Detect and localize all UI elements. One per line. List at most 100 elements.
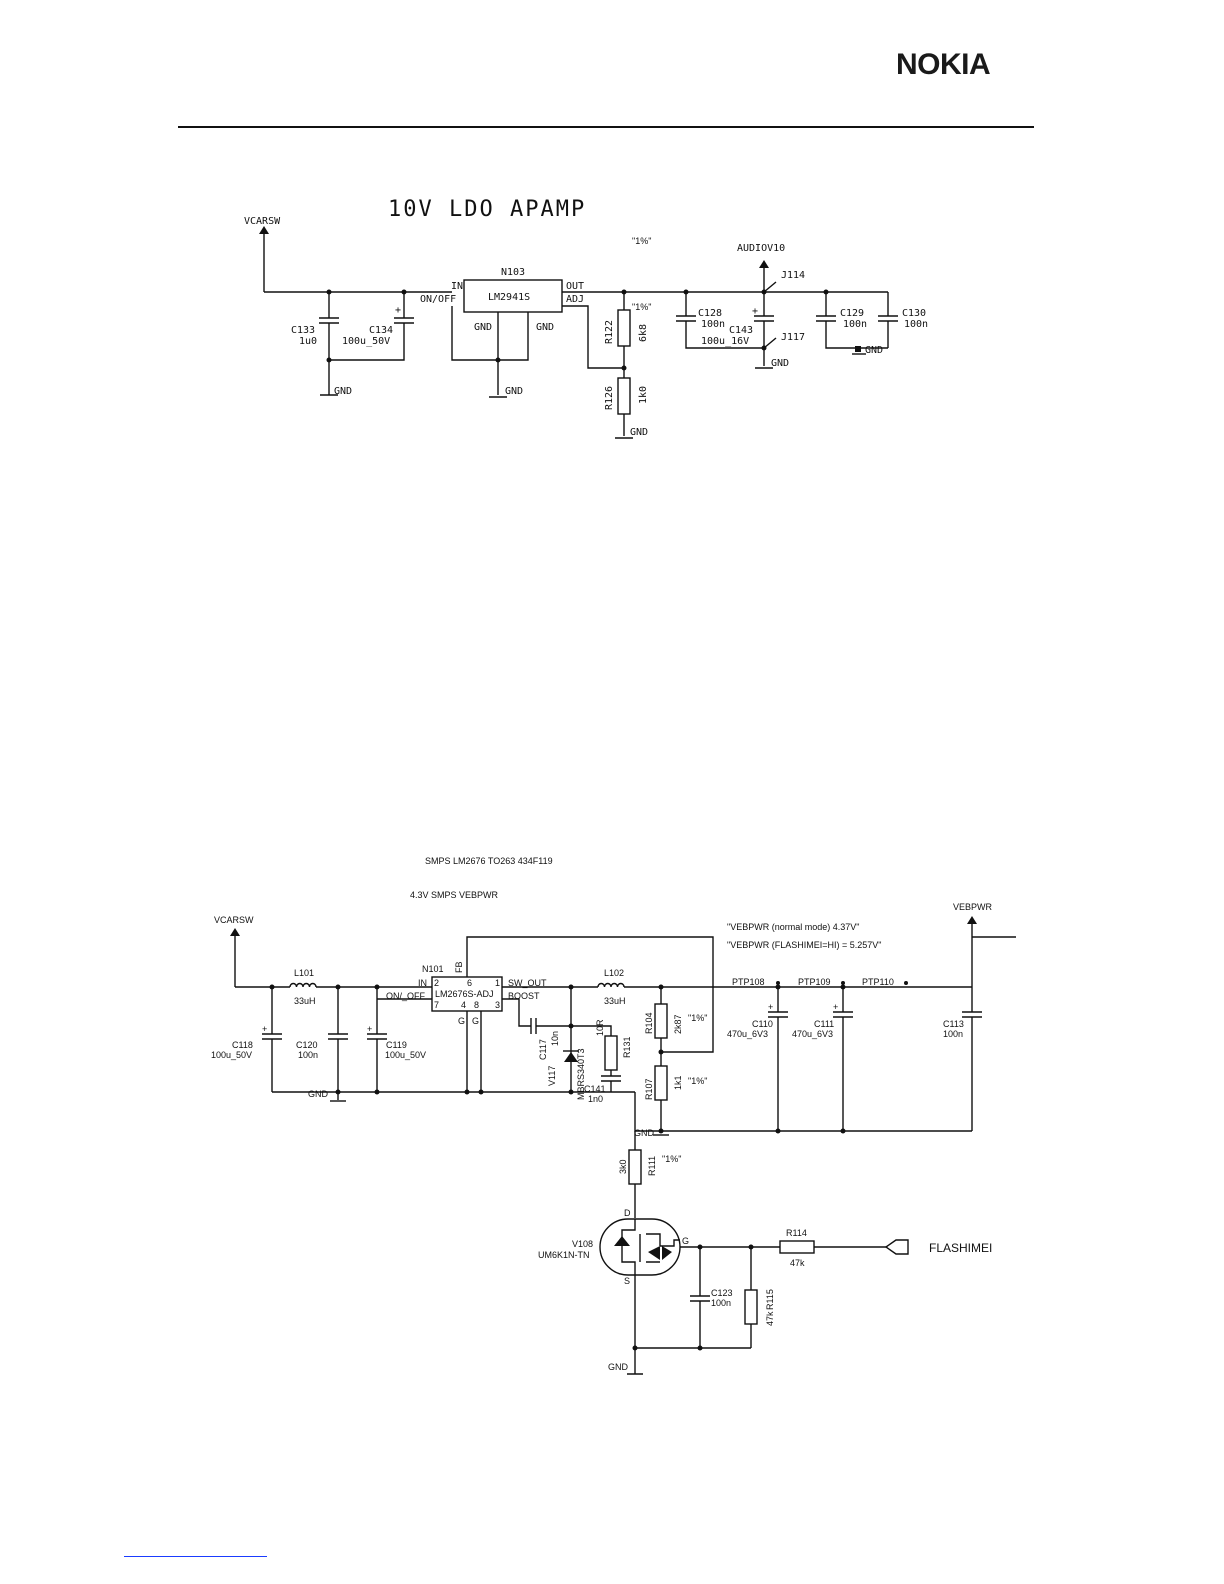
v108-pin-s: S xyxy=(624,1276,630,1286)
c120-capacitor xyxy=(328,987,348,1100)
r126-resistor xyxy=(617,377,631,415)
l101-ref: L101 xyxy=(294,968,314,978)
c117-ref: C117 xyxy=(538,1039,548,1060)
ldo-vin-arrow-icon xyxy=(259,226,269,234)
c123-capacitor xyxy=(690,1247,710,1348)
c119-plus: + xyxy=(367,1024,372,1034)
j117-ref: J117 xyxy=(781,332,805,343)
c129-value: 100n xyxy=(843,319,867,330)
l101-value: 33uH xyxy=(294,996,316,1006)
r114-value: 47k xyxy=(790,1258,805,1268)
smps-junction xyxy=(335,1089,341,1095)
c143-plus: + xyxy=(752,306,758,317)
n103-part: LM2941S xyxy=(488,292,530,303)
c117-value: 10n xyxy=(550,1031,560,1046)
ldo-tol-1: "1%" xyxy=(632,236,651,246)
l102-value: 33uH xyxy=(604,996,626,1006)
r122-value: 6k8 xyxy=(638,324,649,342)
c141-value: 1n0 xyxy=(588,1094,603,1104)
c111-ref: C111 xyxy=(814,1019,834,1029)
smps-vout-arrow-icon xyxy=(967,916,977,924)
r111-ref: R111 xyxy=(647,1156,657,1176)
c130-capacitor xyxy=(878,292,898,348)
r104-value: 2k87 xyxy=(673,1014,683,1034)
ptp108-label: PTP108 xyxy=(732,977,765,987)
j117-jumper xyxy=(763,337,777,349)
c123-ref: C123 xyxy=(711,1288,733,1298)
n101-pin-boost: BOOST xyxy=(508,991,540,1001)
c119-value: 100u_50V xyxy=(385,1050,426,1060)
c134-value: 100u_50V xyxy=(342,336,390,347)
c110-value: 470u_6V3 xyxy=(727,1029,768,1039)
c128-value: 100n xyxy=(701,319,725,330)
n101-pin1: 1 xyxy=(495,978,500,988)
ldo-gnd-label-3: GND xyxy=(630,427,648,438)
r107-value: 1k1 xyxy=(673,1075,683,1090)
r107-ref: R107 xyxy=(644,1078,654,1100)
n103-ref: N103 xyxy=(501,267,525,278)
c129-ref: C129 xyxy=(840,308,864,319)
r122-ref: R122 xyxy=(604,320,615,344)
flashimei-port-icon xyxy=(884,1239,909,1255)
ldo-junction xyxy=(495,357,501,363)
n101-chip xyxy=(431,976,503,1012)
n101-pin-g2: G xyxy=(472,1016,479,1026)
smps-circuit: SMPS LM2676 TO263 434F119 4.3V SMPS VEBP… xyxy=(211,856,1016,1375)
v108-pin-d: D xyxy=(624,1208,631,1218)
v108-ref: V108 xyxy=(572,1239,593,1249)
r114-ref: R114 xyxy=(786,1228,807,1238)
c111-value: 470u_6V3 xyxy=(792,1029,833,1039)
n101-pin8: 8 xyxy=(474,1000,479,1010)
r131-top-wire xyxy=(571,1025,612,1036)
n101-pin-fb: FB xyxy=(454,961,464,973)
smps-vout-wire xyxy=(971,918,1016,987)
ldo-gnd-label: GND xyxy=(334,386,352,397)
n101-pin3: 3 xyxy=(495,1000,500,1010)
footer-link-underline xyxy=(124,1556,267,1557)
c143-capacitor xyxy=(754,292,774,366)
smps-junction xyxy=(374,1089,380,1095)
c120-value: 100n xyxy=(298,1050,318,1060)
c118-plus: + xyxy=(262,1024,267,1034)
l101-inductor xyxy=(289,982,317,988)
r122-resistor xyxy=(617,309,631,347)
smps-gnd-label-1: GND xyxy=(308,1089,329,1099)
r131-ref: R131 xyxy=(622,1036,632,1058)
l102-inductor xyxy=(597,982,625,988)
l102-ref: L102 xyxy=(604,968,624,978)
smps-vout-label: VEBPWR xyxy=(953,902,993,912)
ldo-junction xyxy=(621,365,627,371)
ldo-vout-label: AUDIOV10 xyxy=(737,243,785,254)
c110-capacitor xyxy=(768,987,788,1131)
v117-diode-icon xyxy=(564,1052,578,1062)
n103-chip xyxy=(463,279,563,313)
smps-vin-arrow-icon xyxy=(230,928,240,936)
smps-chip-gnd-wires xyxy=(466,1011,482,1092)
ptp110-label: PTP110 xyxy=(862,977,894,987)
v108-pin-g: G xyxy=(682,1236,689,1246)
r104-tol: "1%" xyxy=(688,1013,707,1023)
r114-resistor xyxy=(779,1240,815,1254)
c133-capacitor xyxy=(319,292,339,392)
smps-junction xyxy=(658,1049,664,1055)
c130-value: 100n xyxy=(904,319,928,330)
c133-value: 1u0 xyxy=(299,336,317,347)
gnd-icon xyxy=(855,346,861,352)
c134-plus: + xyxy=(395,305,401,316)
c129-capacitor xyxy=(816,292,888,349)
r131-resistor xyxy=(604,1035,618,1071)
smps-vin-label: VCARSW xyxy=(214,915,254,925)
gnd-icon xyxy=(627,1348,643,1375)
r131-value: 10R xyxy=(595,1019,605,1036)
smps-note-1: "VEBPWR (normal mode) 4.37V" xyxy=(727,922,859,932)
flashimei-label: FLASHIMEI xyxy=(929,1241,992,1255)
r115-resistor xyxy=(744,1289,758,1325)
c120-ref: C120 xyxy=(296,1040,318,1050)
j114-ref: J114 xyxy=(781,270,805,281)
r104-ref: R104 xyxy=(644,1012,654,1034)
r111-tol: "1%" xyxy=(662,1154,681,1164)
c141-ref: C141 xyxy=(584,1084,606,1094)
c111-capacitor xyxy=(833,987,853,1131)
n101-pin7: 7 xyxy=(434,1000,439,1010)
c133-ref: C133 xyxy=(291,325,315,336)
